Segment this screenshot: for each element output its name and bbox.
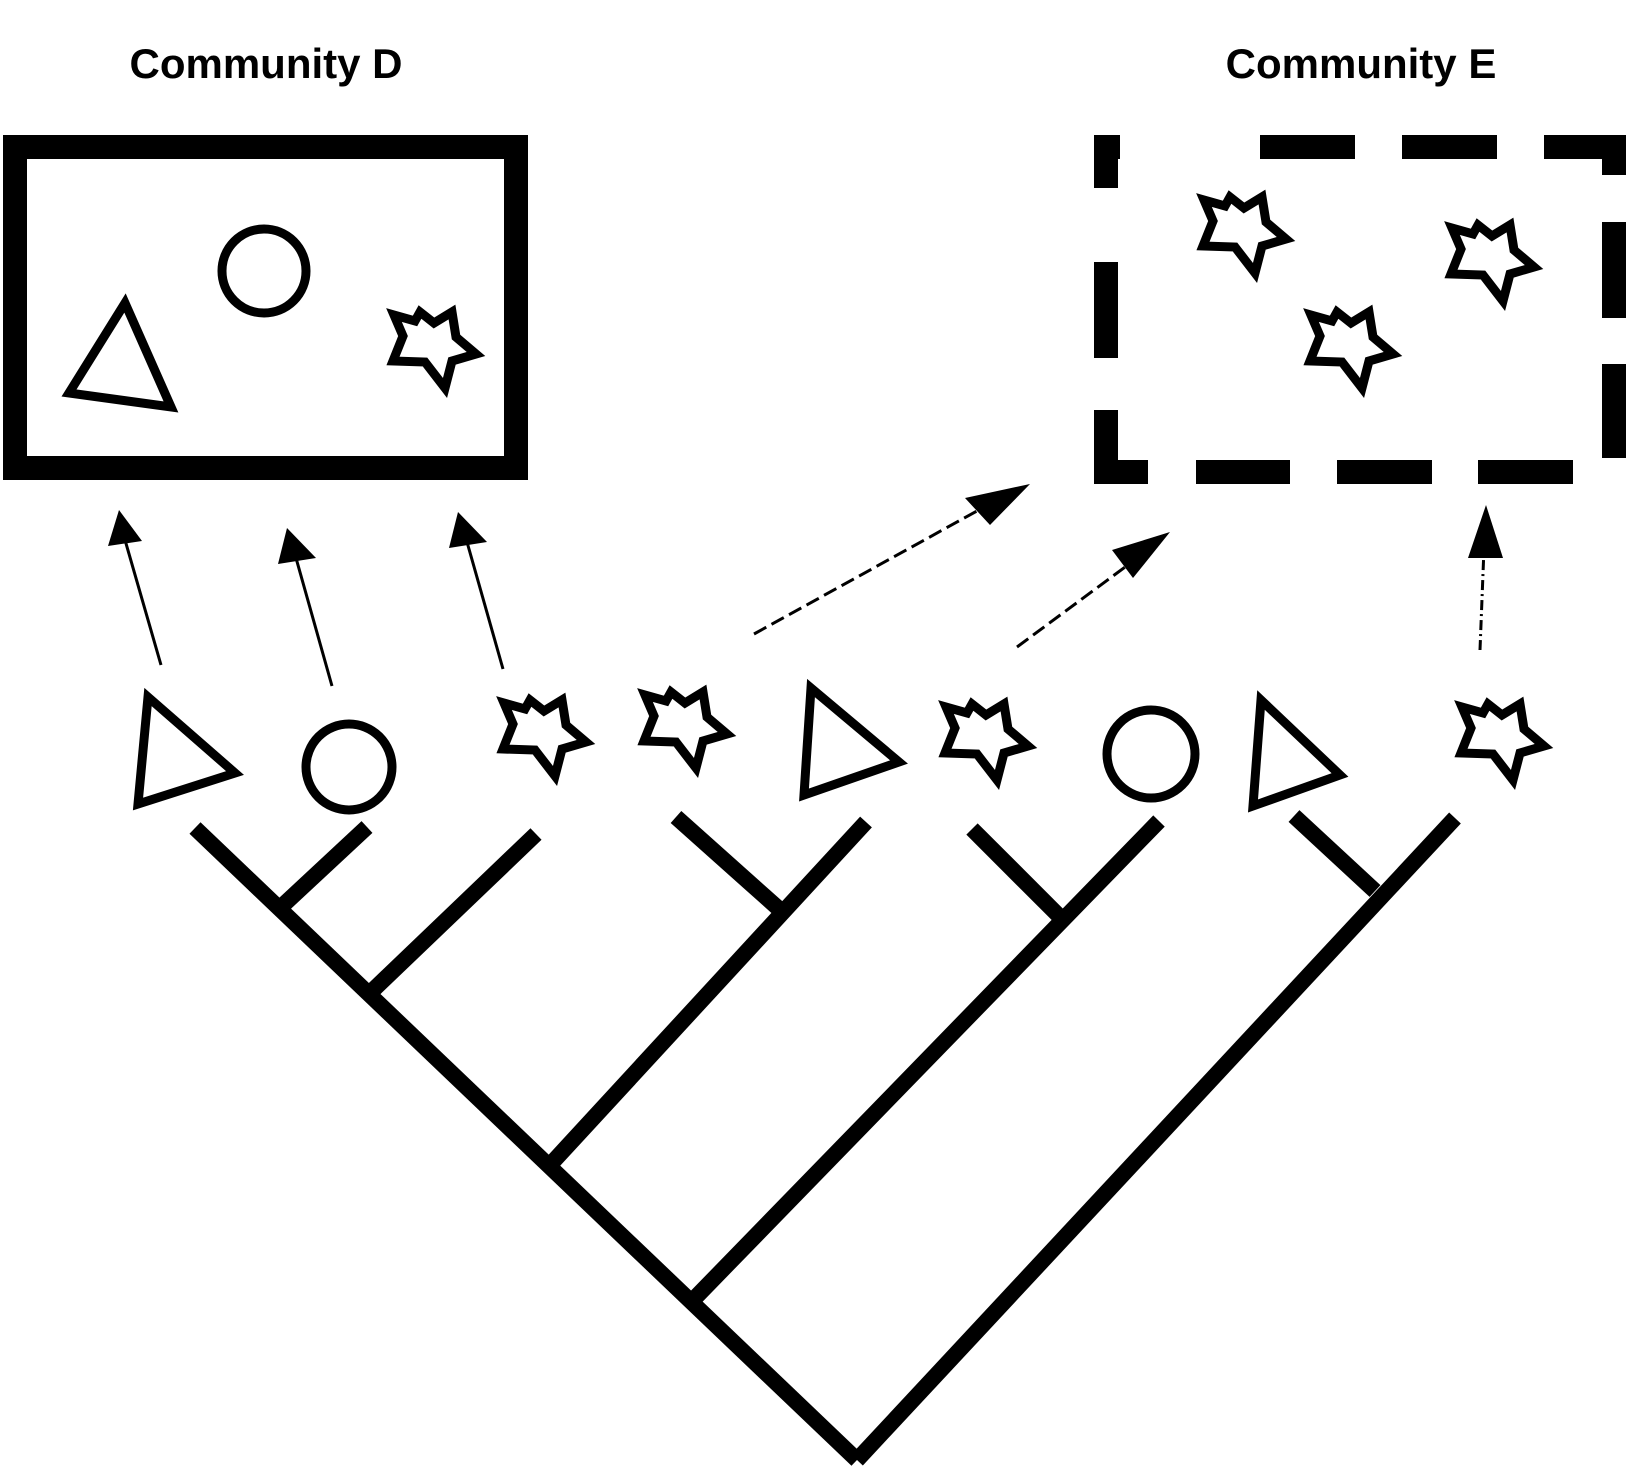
tip-star-3 [945, 704, 1028, 780]
community-d-triangle [61, 293, 179, 413]
tip-star-4 [1461, 704, 1544, 780]
community-e-star-1 [1203, 197, 1286, 273]
arrows-to-community-d [108, 510, 505, 687]
arrows-to-community-e [753, 484, 1503, 651]
community-e-title: Community E [1226, 40, 1497, 87]
tip-triangle-1 [132, 687, 244, 811]
tip-triangle-2 [799, 678, 908, 802]
community-d-circle [217, 224, 311, 318]
community-e-star-3 [1451, 225, 1534, 301]
tip-circle-2 [1102, 705, 1200, 803]
tip-triangle-3 [1247, 690, 1349, 813]
tip-star-1 [503, 700, 586, 776]
community-d-box [3, 135, 528, 480]
community-e-star-2 [1310, 312, 1393, 388]
tree-tip-taxa [132, 678, 1544, 815]
phylogenetic-tree [189, 810, 1461, 1466]
tip-circle-1 [301, 719, 397, 815]
community-d-star [393, 312, 476, 388]
tip-star-2 [644, 692, 727, 768]
community-d-title: Community D [130, 40, 403, 87]
community-e-box [1094, 135, 1626, 484]
